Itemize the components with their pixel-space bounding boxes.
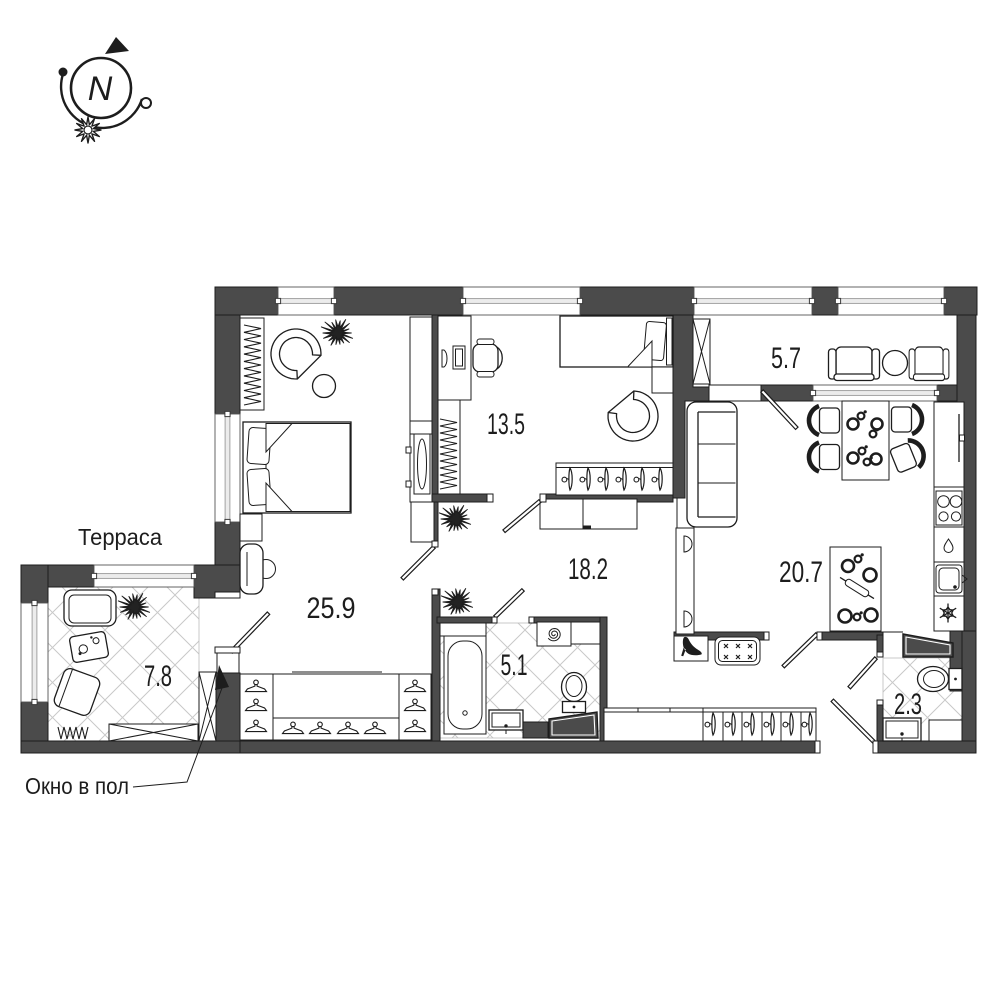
floor-window-label: Окно в пол [25, 773, 129, 799]
terrace-label: Терраса [78, 524, 162, 550]
wardrobe-mirror [405, 316, 435, 543]
room-label-bedroom: 25.9 [307, 592, 356, 625]
floor-window-callout: Окно в пол [25, 665, 229, 799]
radiator [57, 726, 89, 740]
balcony-door-opening [708, 384, 762, 402]
wc-cabinet [928, 719, 963, 742]
vanity-stool [239, 543, 276, 595]
room-label-hallway: 18.2 [568, 553, 608, 586]
room-label-balcony: 5.7 [771, 342, 801, 375]
window-terrace-left [20, 599, 49, 706]
washing-column [536, 621, 601, 647]
window-bedroom-left [214, 410, 241, 526]
hall-closet [675, 527, 695, 635]
room-label-bathroom: 5.1 [501, 649, 528, 682]
room-balcony: 5.7 [692, 318, 950, 385]
sun-icon [74, 116, 102, 144]
shoe-icon [681, 636, 702, 657]
washing-machine [548, 711, 599, 739]
wardrobe-rail [437, 399, 461, 495]
interior-walls [431, 314, 963, 742]
door-jambs [214, 493, 884, 754]
bathtub [439, 622, 487, 735]
single-bed [559, 315, 674, 368]
toilet [560, 671, 588, 714]
door-balcony [759, 388, 799, 431]
hall-wardrobe [603, 707, 817, 742]
room-terrace: 7.8 [53, 589, 172, 740]
compass: N [58, 37, 152, 144]
bedside-shelf [651, 366, 674, 394]
toilet [916, 665, 963, 693]
room-kids: 13.5 [437, 315, 674, 496]
compass-needle [105, 37, 129, 54]
plumbing-chase [522, 721, 549, 739]
dining-table [841, 400, 890, 481]
vent-shaft [692, 318, 711, 385]
window-balcony-living [809, 384, 941, 402]
kitchen-counter [933, 401, 968, 632]
bath-sink [488, 709, 524, 734]
window-bedroom-top [274, 286, 338, 316]
room-hallway: 18.2 [438, 498, 817, 742]
stove [935, 490, 963, 526]
balcony-armchair [908, 346, 950, 382]
dresser-hangers [555, 462, 674, 496]
room-bedroom: 25.9 [239, 316, 435, 741]
room-label-kitchen-living: 20.7 [779, 556, 823, 589]
shoe-cabinet [673, 635, 709, 662]
balcony-table [881, 349, 909, 377]
washing-machine [902, 633, 954, 658]
room-label-terrace: 7.8 [144, 660, 172, 693]
balcony-glazing-1 [690, 286, 816, 316]
dishwasher-icon [943, 538, 954, 553]
terrace-sofa [63, 589, 117, 627]
window-terrace-top [90, 564, 198, 588]
doormat [714, 636, 761, 666]
terrace-table [68, 631, 110, 663]
room-bathroom: 5.1 [439, 621, 601, 739]
room-label-wc: 2.3 [894, 688, 922, 721]
rolling-pin [839, 576, 875, 600]
wardrobe-rail [239, 317, 265, 411]
doors [228, 388, 879, 745]
nightstand [239, 513, 263, 542]
balcony-armchair [827, 346, 881, 382]
room-kitchen-living: 20.7 [675, 400, 968, 635]
window-kidsroom-top [459, 286, 584, 316]
terrace-chair [53, 668, 101, 716]
double-bed [242, 421, 352, 514]
side-table [311, 373, 337, 399]
doormat-crosses [723, 643, 753, 660]
balcony-glazing-2 [834, 286, 948, 316]
kitchen-island [829, 546, 882, 632]
room-label-kids: 13.5 [487, 408, 525, 441]
wc-sink [882, 717, 922, 742]
sink [935, 564, 968, 594]
built-in-wardrobe [239, 671, 432, 741]
hall-cabinet [539, 498, 638, 530]
sofa [686, 401, 738, 528]
door-wc [847, 656, 879, 690]
compass-north-label: N [88, 70, 113, 108]
callout-arrow [215, 665, 229, 690]
floor-window-x [108, 671, 217, 742]
exterior-walls [20, 286, 978, 754]
desk [437, 315, 472, 401]
desk-chair [472, 338, 503, 378]
room-wc: 2.3 [882, 633, 963, 742]
